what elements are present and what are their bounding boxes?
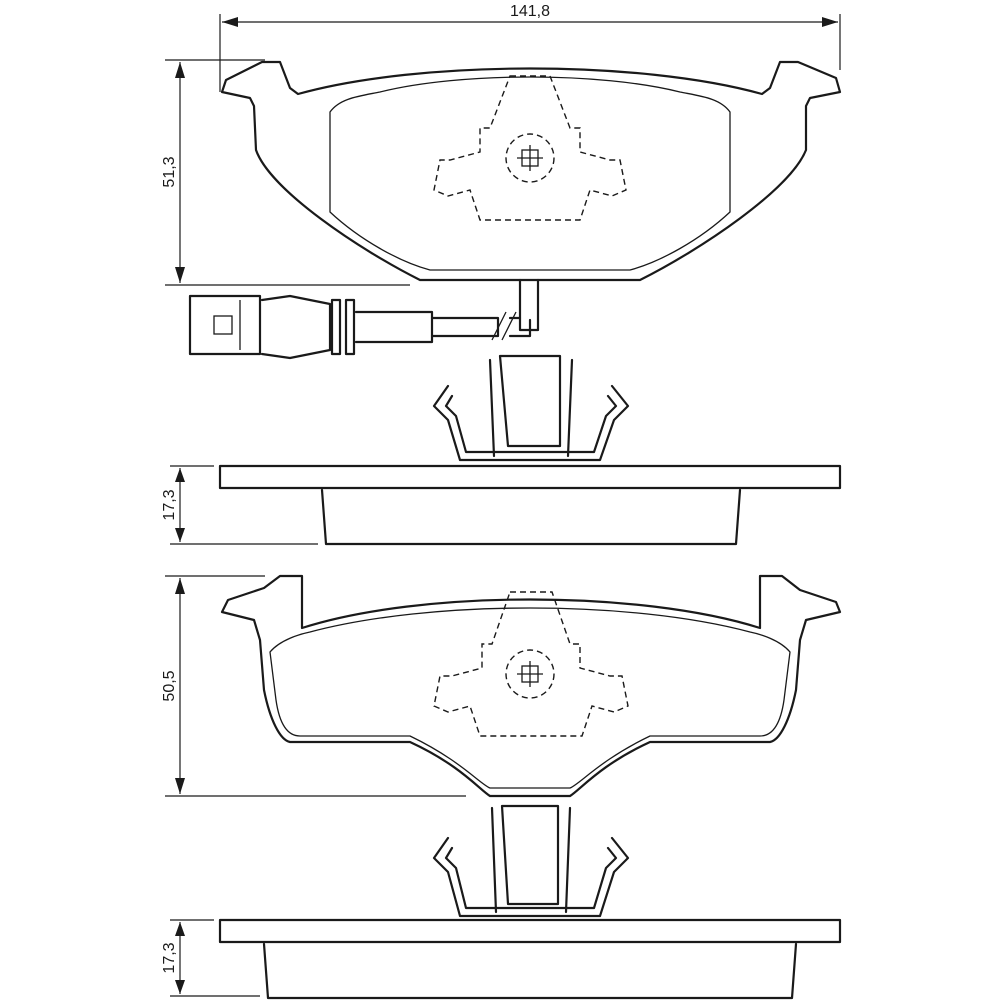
- upper-pad-front-view: [220, 60, 842, 332]
- lower-pad-height-dimension: 50,5: [161, 575, 466, 797]
- upper-retaining-clip: [432, 354, 630, 462]
- lower-pad-front-view: [220, 574, 842, 798]
- upper-pad-height-dimension: 51,3: [161, 59, 410, 286]
- wear-sensor-cable: [188, 294, 532, 360]
- upper-pad-thickness-label: 17,3: [161, 489, 178, 520]
- lower-pad-height-label: 50,5: [161, 670, 178, 701]
- width-dimension-label: 141,8: [510, 3, 550, 20]
- lower-pad-side-view: 17,3: [161, 918, 842, 1000]
- upper-pad-side-view: 17,3: [161, 464, 842, 546]
- lower-retaining-clip: [432, 804, 630, 918]
- upper-pad-height-label: 51,3: [161, 156, 178, 187]
- lower-pad-thickness-label: 17,3: [161, 942, 178, 973]
- width-dimension: 141,8: [219, 3, 841, 92]
